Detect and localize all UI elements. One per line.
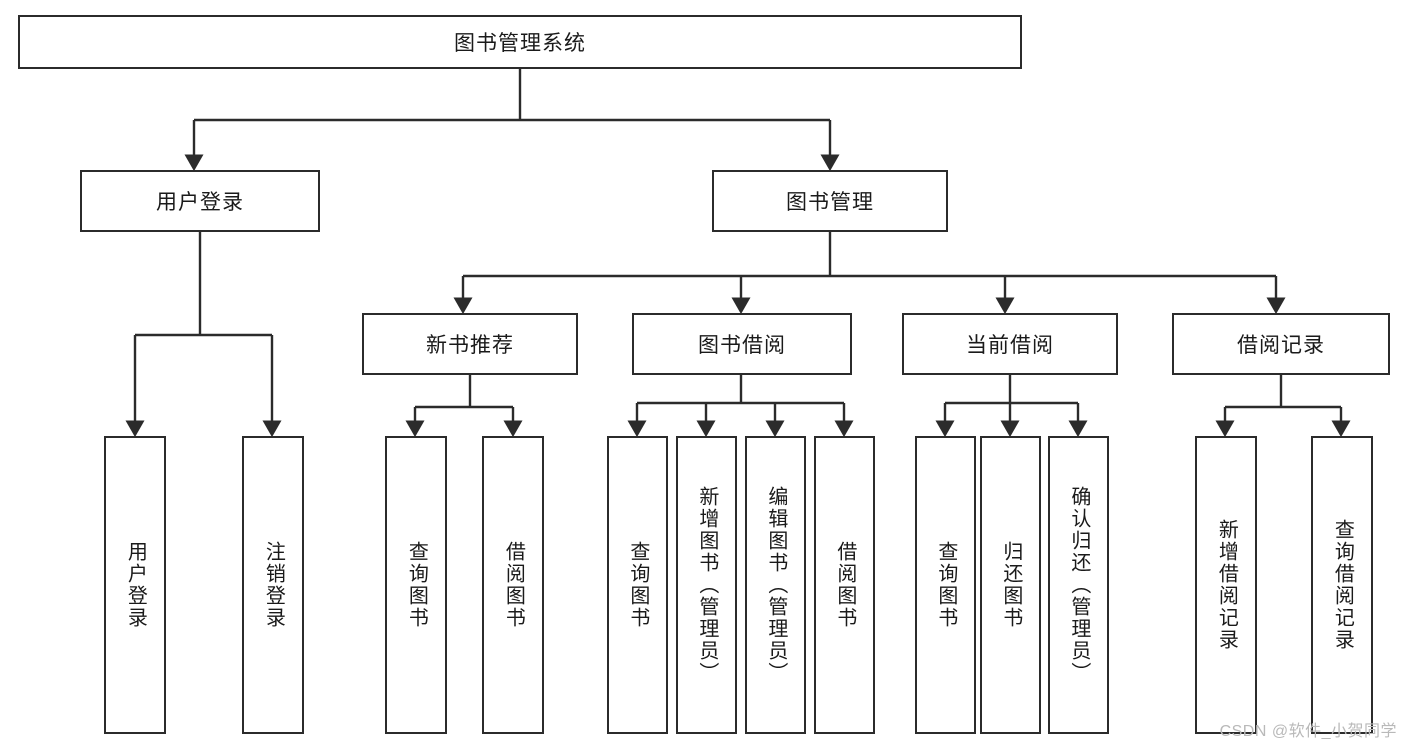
node-label: 新书推荐 — [426, 334, 514, 357]
node-borrow-record[interactable]: 借阅记录 — [1172, 313, 1390, 375]
node-leaf-user-login[interactable]: 用户登录 — [104, 436, 166, 734]
node-label: 确认归还（管理员） — [1067, 486, 1090, 684]
node-label: 查询图书 — [405, 541, 428, 629]
node-leaf-return-book[interactable]: 归还图书 — [980, 436, 1041, 734]
node-label: 用户登录 — [124, 541, 147, 629]
node-label: 新增借阅记录 — [1215, 519, 1238, 651]
node-label: 编辑图书（管理员） — [764, 486, 787, 684]
node-label: 图书管理系统 — [454, 32, 586, 55]
node-label: 新增图书（管理员） — [695, 486, 718, 684]
node-label: 查询借阅记录 — [1331, 519, 1354, 651]
node-book-management[interactable]: 图书管理 — [712, 170, 948, 232]
node-leaf-query-book-borrow[interactable]: 查询图书 — [607, 436, 668, 734]
node-label: 借阅记录 — [1237, 334, 1325, 357]
node-label: 查询图书 — [934, 541, 957, 629]
node-leaf-edit-book-admin[interactable]: 编辑图书（管理员） — [745, 436, 806, 734]
node-label: 图书管理 — [786, 191, 874, 214]
watermark-text: CSDN @软件_小贺同学 — [1219, 723, 1397, 740]
node-label: 注销登录 — [262, 541, 285, 629]
node-leaf-borrow-book[interactable]: 借阅图书 — [814, 436, 875, 734]
node-leaf-query-book-current[interactable]: 查询图书 — [915, 436, 976, 734]
node-new-book-recommend[interactable]: 新书推荐 — [362, 313, 578, 375]
node-current-borrow[interactable]: 当前借阅 — [902, 313, 1118, 375]
node-leaf-query-borrow-record[interactable]: 查询借阅记录 — [1311, 436, 1373, 734]
node-label: 借阅图书 — [833, 541, 856, 629]
node-book-borrow[interactable]: 图书借阅 — [632, 313, 852, 375]
node-leaf-user-logout[interactable]: 注销登录 — [242, 436, 304, 734]
node-root-book-management-system[interactable]: 图书管理系统 — [18, 15, 1022, 69]
node-user-login[interactable]: 用户登录 — [80, 170, 320, 232]
node-label: 归还图书 — [999, 541, 1022, 629]
node-label: 用户登录 — [156, 191, 244, 214]
node-leaf-add-borrow-record[interactable]: 新增借阅记录 — [1195, 436, 1257, 734]
node-label: 查询图书 — [626, 541, 649, 629]
node-label: 当前借阅 — [966, 334, 1054, 357]
node-leaf-query-book-recommend[interactable]: 查询图书 — [385, 436, 447, 734]
node-leaf-confirm-return-admin[interactable]: 确认归还（管理员） — [1048, 436, 1109, 734]
node-leaf-borrow-book-recommend[interactable]: 借阅图书 — [482, 436, 544, 734]
node-leaf-add-book-admin[interactable]: 新增图书（管理员） — [676, 436, 737, 734]
node-label: 图书借阅 — [698, 334, 786, 357]
node-label: 借阅图书 — [502, 541, 525, 629]
